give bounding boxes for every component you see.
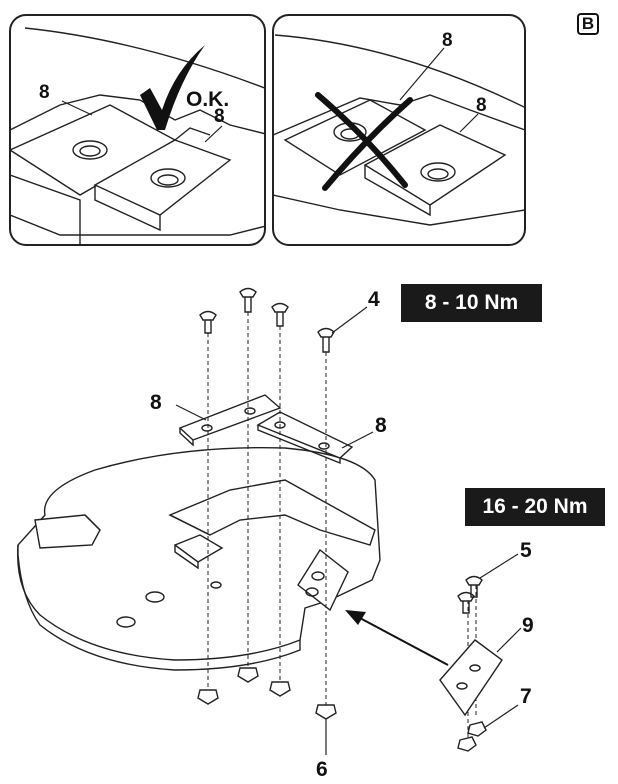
detail-panel-correct: 8 8 O.K. [9, 14, 266, 246]
arrow-head-icon [345, 610, 366, 625]
blade-9 [439, 639, 503, 717]
callout-9: 9 [522, 614, 534, 637]
screw-4-group [199, 287, 335, 353]
callout-8-ok-left: 8 [39, 82, 50, 103]
ok-label: O.K. [186, 88, 229, 111]
callout-7: 7 [520, 685, 532, 708]
torque-label-lower: 16 - 20 Nm [465, 488, 605, 526]
detail-panel-wrong: 8 8 [272, 14, 526, 246]
cross-mark-icon [315, 92, 413, 191]
mounting-arrow [345, 610, 449, 666]
checkmark-icon [140, 45, 205, 130]
callout-6: 6 [316, 758, 328, 781]
view-label-badge: B [577, 13, 599, 35]
plate-8-right-detail [93, 139, 232, 216]
exploded-assembly [16, 287, 522, 752]
plate-8-left [178, 394, 282, 441]
callout-8-left: 8 [150, 391, 162, 414]
nut-6-group [197, 667, 337, 720]
callout-5: 5 [520, 539, 532, 562]
callout-8-right: 8 [375, 414, 387, 437]
callout-8-wrong-lower: 8 [476, 95, 487, 116]
callout-4: 4 [368, 288, 380, 311]
callout-8-wrong-upper: 8 [442, 30, 453, 51]
callout-8-ok-right: 8 [214, 106, 225, 127]
torque-label-upper: 8 - 10 Nm [401, 284, 542, 322]
plate-8-lower-detail [363, 124, 507, 206]
